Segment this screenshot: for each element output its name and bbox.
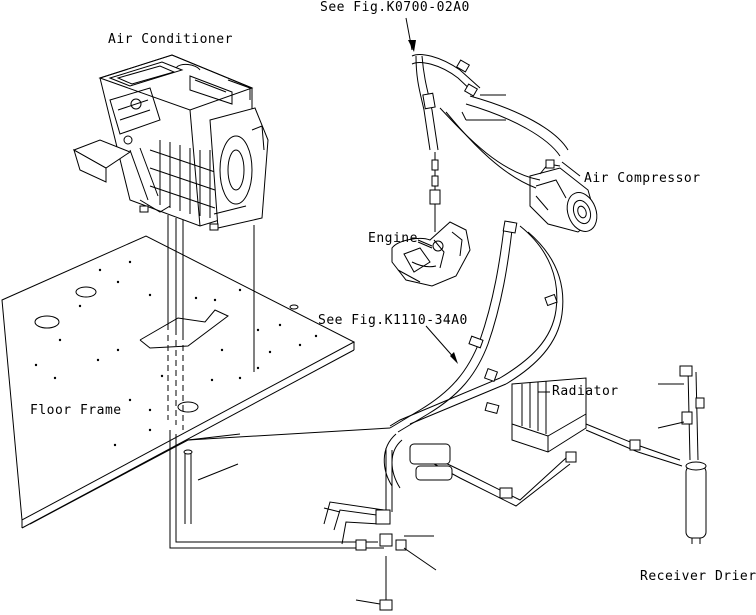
- engine: [391, 221, 471, 287]
- mounting-lines: [167, 215, 255, 430]
- radiator-label: Radiator: [552, 384, 619, 399]
- engine-leader: [417, 241, 433, 249]
- see-fig-top-label: See Fig.K0700-02A0: [320, 0, 470, 15]
- air-conditioner-unit: [72, 54, 269, 231]
- middle-hoses: [389, 220, 564, 433]
- radiator: [511, 377, 587, 453]
- air-conditioner-label: Air Conditioner: [108, 32, 233, 47]
- drain-hose: [183, 449, 239, 524]
- hose-lines-lower: [169, 427, 391, 549]
- see-fig-mid-label: See Fig.K1110-34A0: [318, 313, 468, 328]
- receiver-drier: [565, 365, 707, 544]
- engine-label: Engine: [368, 231, 418, 246]
- lower-fittings: [323, 433, 571, 611]
- upper-hoses: [405, 17, 506, 232]
- air-compressor-label: Air Compressor: [584, 171, 701, 186]
- receiver-drier-label: Receiver Drier: [640, 569, 756, 584]
- floor-frame: [1, 235, 356, 529]
- air-compressor: [529, 159, 598, 233]
- floor-frame-label: Floor Frame: [30, 403, 122, 418]
- compressor-hoses: [439, 95, 569, 189]
